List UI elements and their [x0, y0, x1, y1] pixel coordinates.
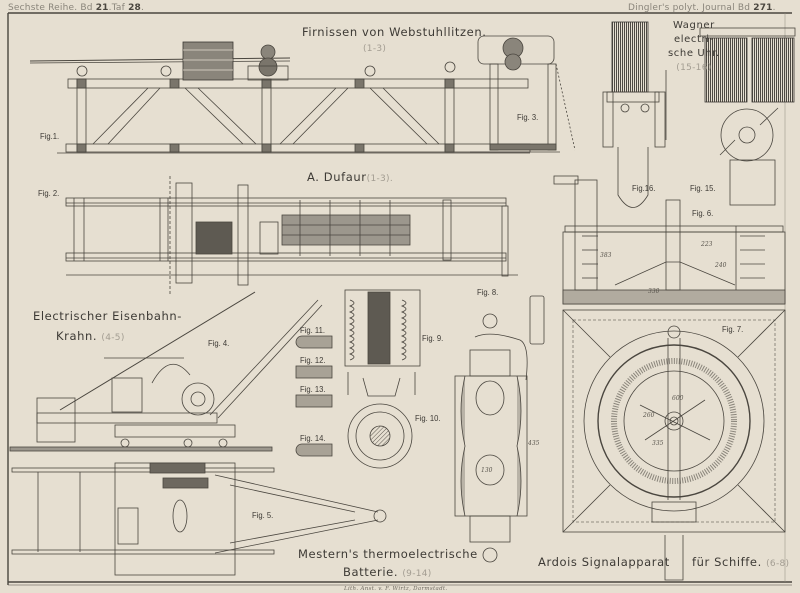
fig11-14-drawings — [295, 335, 333, 457]
title-ardois-1: Ardois Signalapparat — [538, 555, 670, 569]
fig13-label: Fig. 13. — [300, 384, 326, 394]
fig16-drawing — [602, 21, 667, 208]
fig7-dim-260: 260 — [643, 412, 655, 419]
series-label: Sechste Reihe. Bd — [8, 3, 93, 13]
wagner-line1: Wagner — [672, 20, 715, 31]
wagner-line2: electri- — [674, 34, 714, 45]
fig6-dim-383: 383 — [600, 252, 612, 259]
fig4-label: Fig. 4. — [208, 338, 230, 348]
title-wagner: Wagner electri- sche Uhr. (15-16) — [668, 19, 720, 75]
plate-frame — [7, 12, 792, 586]
journal-label: Dingler's polyt. Journal Bd — [628, 3, 751, 13]
title-firnissen: Firnissen von Webstuhllitzen. — [302, 25, 487, 39]
lithographer-credit: Lith. Anst. v. F. Wirtz, Darmstadt. — [344, 586, 448, 592]
title-mestern: Mestern's thermoelectrische Batterie. (9… — [298, 545, 478, 583]
range-mestern: (9-14) — [402, 569, 432, 579]
fig14-label: Fig. 14. — [300, 433, 326, 443]
fig7-label: Fig. 7. — [722, 324, 744, 334]
fig6-dim-330: 330 — [648, 288, 660, 295]
fig6-label: Fig. 6. — [692, 208, 714, 218]
range-ardois: (6-8) — [766, 559, 790, 569]
dufaur-label: A. Dufaur — [307, 170, 367, 184]
range-wagner: (15-16) — [676, 63, 712, 73]
fig7-dim-600: 600 — [672, 395, 684, 402]
series-header: Sechste Reihe. Bd 21.Taf 28. — [8, 3, 145, 13]
krahn-line2: Krahn. — [56, 329, 98, 343]
plate-number: 28 — [128, 3, 142, 13]
fig6-dim-223: 223 — [701, 241, 713, 248]
krahn-line1: Electrischer Eisenbahn- — [33, 309, 183, 323]
fig9-drawing — [344, 289, 421, 397]
fig3-drawing — [470, 35, 576, 153]
fig2-drawing — [65, 176, 518, 295]
range-krahn: (4-5) — [101, 333, 125, 343]
fig15-drawing — [699, 27, 796, 206]
fig5-drawing — [11, 462, 387, 576]
range-firnissen: (1-3) — [363, 44, 387, 54]
fig3-label: Fig. 3. — [517, 112, 539, 122]
fig8-dim-130: 130 — [481, 467, 493, 474]
fig7-drawing — [562, 309, 786, 581]
fig1-label: Fig.1. — [40, 131, 60, 141]
fig4-drawing — [9, 291, 323, 452]
journal-volume: 271 — [753, 3, 773, 13]
fig10-label: Fig. 10. — [415, 413, 441, 423]
range-dufaur: (1-3). — [366, 174, 394, 184]
journal-header: Dingler's polyt. Journal Bd 271. — [628, 3, 776, 13]
fig6-dim-240: 240 — [715, 262, 727, 269]
fig8-drawing — [454, 295, 545, 563]
volume-number: 21 — [95, 3, 109, 13]
mestern-line2: Batterie. — [343, 565, 399, 579]
ardois-part2: für Schiffe. — [692, 555, 762, 569]
mestern-line1: Mestern's thermoelectrische — [298, 547, 478, 561]
fig12-label: Fig. 12. — [300, 355, 326, 365]
fig2-label: Fig. 2. — [38, 188, 60, 198]
fig15-label: Fig. 15. — [690, 183, 716, 193]
title-dufaur: A. Dufaur(1-3). — [307, 170, 393, 184]
fig7-dim-335: 335 — [652, 440, 664, 447]
fig6-drawing — [553, 175, 786, 305]
fig5-label: Fig. 5. — [252, 510, 274, 520]
fig10-drawing — [347, 403, 413, 469]
fig11-label: Fig. 11. — [300, 325, 325, 335]
title-krahn: Electrischer Eisenbahn- Krahn. (4-5) — [33, 306, 182, 348]
wagner-line3: sche Uhr. — [668, 48, 720, 59]
plate-prefix: Taf — [111, 3, 126, 13]
fig9-label: Fig. 9. — [422, 333, 444, 343]
title-ardois-2: für Schiffe. (6-8) — [692, 555, 789, 569]
fig16-label: Fig.16. — [632, 183, 656, 193]
fig8-label: Fig. 8. — [477, 287, 499, 297]
fig8-dim-435: 435 — [528, 440, 540, 447]
fig1-drawing — [29, 41, 531, 154]
